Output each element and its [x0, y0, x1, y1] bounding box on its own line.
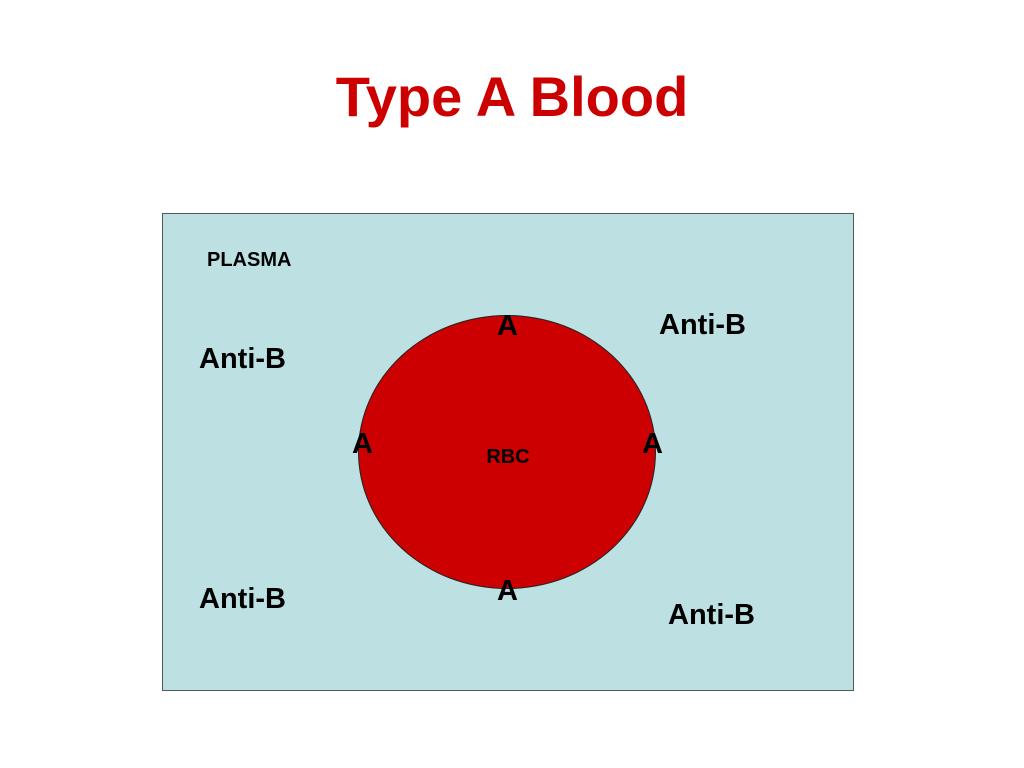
red-blood-cell — [358, 315, 656, 589]
antigen-bottom: A — [497, 575, 518, 607]
antigen-right: A — [642, 428, 663, 460]
antigen-top: A — [497, 310, 518, 342]
rbc-label: RBC — [486, 446, 530, 468]
page-title: Type A Blood — [335, 65, 689, 128]
antibody-bottom-right: Anti-B — [668, 599, 755, 631]
antibody-top-left: Anti-B — [199, 343, 286, 375]
antibody-top-right: Anti-B — [659, 309, 746, 341]
antigen-left: A — [352, 428, 373, 460]
plasma-label: PLASMA — [207, 249, 292, 271]
antibody-bottom-left: Anti-B — [199, 583, 286, 615]
